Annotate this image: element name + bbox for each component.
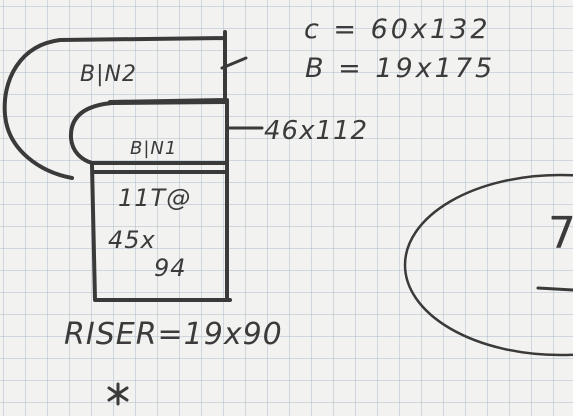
ellipse-shape: [403, 173, 573, 357]
riser-label: RISER=19x90: [64, 317, 283, 352]
compartment-box: [90, 163, 232, 302]
bin2-label: B|N2: [80, 62, 137, 87]
c-dimension-label: c = 60x132: [304, 14, 491, 45]
b-dimension-label: B = 19x175: [305, 53, 496, 84]
asterisk-mark: [107, 382, 129, 406]
bin1-label: B|N1: [130, 138, 178, 159]
bin2-leader: [220, 56, 248, 70]
fragment-underline: [536, 286, 573, 292]
fragment-label: 7: [548, 208, 573, 259]
bin1-dimension-label: 46x112: [264, 116, 369, 146]
compartment-text-line1: 11T@: [118, 184, 192, 212]
compartment-text-line2: 45x: [108, 226, 156, 254]
compartment-text-line3: 94: [154, 254, 187, 282]
bin1-outline: [68, 100, 227, 165]
